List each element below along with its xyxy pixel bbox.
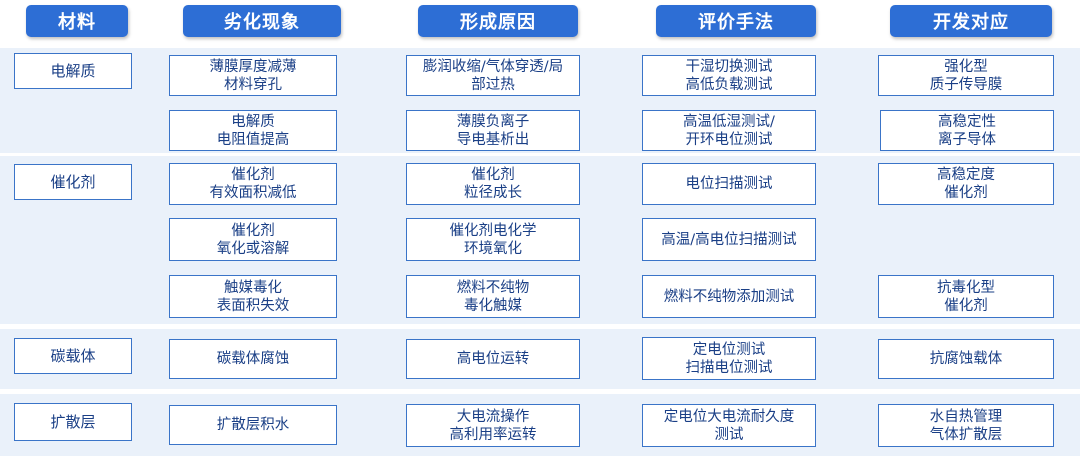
- phenomenon-cell: 触媒毒化表面积失效: [169, 275, 337, 318]
- cause-cell: 燃料不纯物毒化触媒: [406, 275, 580, 318]
- response-cell: 抗腐蚀载体: [878, 339, 1054, 379]
- header-response: 开发对应: [890, 5, 1052, 37]
- phenomenon-cell: 薄膜厚度减薄材料穿孔: [169, 55, 337, 96]
- response-cell: 强化型质子传导膜: [878, 55, 1054, 96]
- header-phenomenon: 劣化现象: [183, 5, 341, 37]
- cause-cell: 催化剂粒径成长: [406, 163, 580, 205]
- cause-cell: 薄膜负离子导电基析出: [406, 110, 580, 151]
- response-cell: 抗毒化型催化剂: [878, 275, 1054, 318]
- material-electrolyte: 电解质: [14, 53, 132, 89]
- material-carbon: 碳载体: [14, 338, 132, 374]
- header-material: 材料: [26, 5, 128, 37]
- method-cell: 高温/高电位扫描测试: [642, 218, 816, 261]
- material-catalyst: 催化剂: [14, 164, 132, 200]
- response-cell: 水自热管理气体扩散层: [878, 404, 1054, 447]
- material-diffusion: 扩散层: [14, 403, 132, 441]
- cause-cell: 大电流操作高利用率运转: [406, 404, 580, 447]
- response-cell: 高稳定度催化剂: [878, 163, 1054, 205]
- phenomenon-cell: 催化剂氧化或溶解: [169, 218, 337, 261]
- method-cell: 燃料不纯物添加测试: [642, 275, 816, 318]
- method-cell: 电位扫描测试: [642, 163, 816, 205]
- cause-cell: 高电位运转: [406, 339, 580, 379]
- phenomenon-cell: 电解质电阻值提高: [169, 110, 337, 151]
- cause-cell: 膨润收缩/气体穿透/局部过热: [406, 55, 580, 96]
- phenomenon-cell: 碳载体腐蚀: [169, 339, 337, 379]
- method-cell: 高温低湿测试/开环电位测试: [642, 110, 816, 151]
- cause-cell: 催化剂电化学环境氧化: [406, 218, 580, 261]
- response-cell: 高稳定性离子导体: [880, 110, 1054, 151]
- header-method: 评价手法: [656, 5, 816, 37]
- method-cell: 干湿切换测试高低负载测试: [642, 55, 816, 96]
- method-cell: 定电位大电流耐久度测试: [642, 404, 816, 447]
- method-cell: 定电位测试扫描电位测试: [642, 337, 816, 380]
- phenomenon-cell: 扩散层积水: [169, 405, 337, 445]
- header-cause: 形成原因: [418, 5, 578, 37]
- phenomenon-cell: 催化剂有效面积减低: [169, 163, 337, 205]
